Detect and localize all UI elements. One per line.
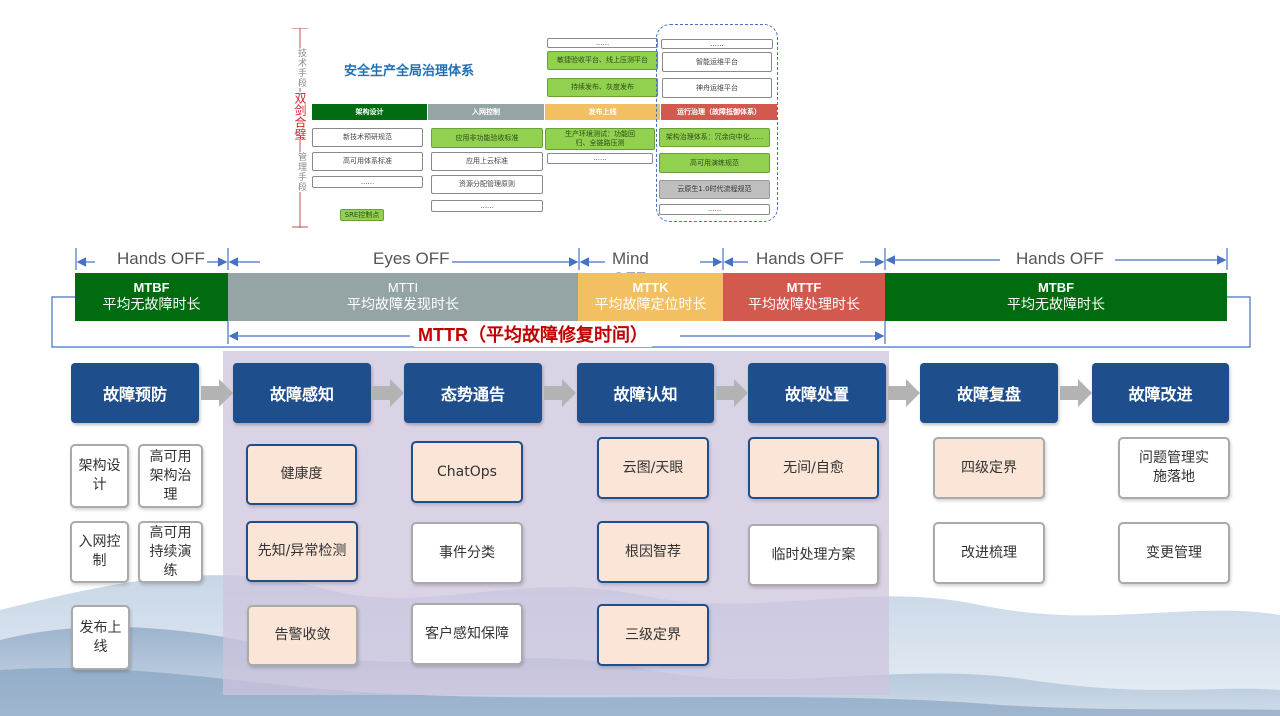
card-chatops: ChatOps (411, 441, 523, 503)
bar-desc: 平均故障定位时长 (594, 297, 707, 313)
card-alert: 告警收敛 (247, 605, 358, 666)
gov-box: 高可用演练规范 (659, 153, 770, 173)
right-arrow-icon (716, 379, 748, 407)
card-customer: 客户感知保障 (411, 603, 523, 665)
phase-hands-off-1: Hands OFF (115, 249, 207, 269)
gov-box: 架构治理体系：冗余向中化...... (659, 128, 770, 147)
bar-abbr: MTTF (786, 280, 822, 295)
bar-abbr: MTTK (632, 280, 669, 295)
stage-handling: 故障处置 (748, 363, 886, 423)
stage-cognition: 故障认知 (577, 363, 714, 423)
bar-desc: 平均故障发现时长 (347, 297, 459, 313)
governance-title: 安全生产全局治理体系 (344, 64, 475, 79)
gov-box: 资源分配管理原则 (431, 175, 543, 194)
gov-box: 敏捷验收平台、线上压测平台 (547, 51, 658, 70)
stage-notification: 态势通告 (404, 363, 542, 423)
bar-mttk: MTTK 平均故障定位时长 (578, 273, 723, 321)
card-anomaly: 先知/异常检测 (246, 521, 358, 582)
timeline-arrows (51, 248, 1251, 348)
gov-box: 神舟运维平台 (662, 78, 772, 98)
stage-perception: 故障感知 (233, 363, 371, 423)
card-rca: 根因智荐 (597, 521, 709, 583)
card-problem-mgmt: 问题管理实施落地 (1118, 437, 1230, 499)
band-arch: 架构设计 (312, 104, 427, 120)
gov-box: ...... (312, 176, 423, 188)
bar-mtti: MTTI 平均故障发现时长 (228, 273, 578, 321)
double-sword-label: 双剑合璧 (293, 92, 307, 140)
bar-desc: 平均故障处理时长 (748, 297, 860, 313)
stage-prevention: 故障预防 (71, 363, 199, 423)
gov-box: ...... (547, 153, 653, 164)
gov-box: 智能运维平台 (662, 52, 772, 72)
card-ha-arch: 高可用架构治理 (138, 444, 203, 508)
tech-means-label: 技术手段 (296, 48, 306, 88)
right-arrow-icon (888, 379, 920, 407)
band-release: 发布上线 (545, 104, 660, 120)
gov-box: ...... (661, 39, 773, 49)
band-ops: 运行治理（故障抵御体系） (661, 104, 777, 120)
card-cloudmap: 云图/天眼 (597, 437, 709, 499)
sre-tag: SRE控制点 (340, 209, 384, 221)
bar-abbr: MTBF (1037, 280, 1075, 295)
band-access: 入网控制 (428, 104, 544, 120)
card-level4: 四级定界 (933, 437, 1045, 499)
bar-abbr: MTTI (387, 280, 419, 295)
gov-box: ...... (431, 200, 543, 212)
phase-eyes-off: Eyes OFF (371, 249, 452, 269)
gov-box: ...... (659, 204, 770, 215)
bar-mtbf-1: MTBF 平均无故障时长 (75, 273, 228, 321)
bar-mtbf-2: MTBF 平均无故障时长 (885, 273, 1227, 321)
right-arrow-icon (1060, 379, 1092, 407)
card-temp-plan: 临时处理方案 (748, 524, 879, 586)
phase-hands-off-2: Hands OFF (754, 249, 846, 269)
gov-box: 应用上云标准 (431, 152, 543, 171)
card-change-mgmt: 变更管理 (1118, 522, 1230, 584)
stage-review: 故障复盘 (920, 363, 1058, 423)
card-health: 健康度 (246, 444, 357, 505)
card-event-class: 事件分类 (411, 522, 523, 584)
mttr-label: MTTR（平均故障修复时间） (414, 321, 652, 347)
card-release: 发布上线 (71, 605, 130, 670)
gov-box: 应用非功能验收标准 (431, 128, 543, 148)
gov-box: 高可用体系标准 (312, 152, 423, 171)
card-arch-design: 架构设计 (70, 444, 129, 508)
card-selfheal: 无间/自愈 (748, 437, 879, 499)
gov-box: 生产环境测试：功能回归、全链路压测 (545, 128, 655, 150)
phase-hands-off-3: Hands OFF (1014, 249, 1106, 269)
gov-box: 新技术预研规范 (312, 128, 423, 147)
card-level3: 三级定界 (597, 604, 709, 666)
gov-box: 云原生1.0时代流程规范 (659, 180, 770, 199)
right-arrow-icon (201, 379, 233, 407)
card-improve-sort: 改进梳理 (933, 522, 1045, 584)
bar-mttf: MTTF 平均故障处理时长 (723, 273, 885, 321)
bar-desc: 平均无故障时长 (1007, 297, 1105, 313)
right-arrow-icon (372, 379, 404, 407)
right-arrow-icon (544, 379, 576, 407)
card-access-control: 入网控制 (70, 521, 129, 583)
gov-box: 持续发布、灰度发布 (547, 78, 658, 97)
bar-desc: 平均无故障时长 (102, 297, 201, 313)
bar-abbr: MTBF (133, 280, 170, 295)
card-ha-drill: 高可用持续演练 (138, 521, 203, 583)
stage-improvement: 故障改进 (1092, 363, 1229, 423)
mgmt-means-label: 管理手段 (296, 152, 306, 192)
gov-box: ...... (547, 38, 658, 48)
ops-dashed-frame (656, 24, 778, 222)
